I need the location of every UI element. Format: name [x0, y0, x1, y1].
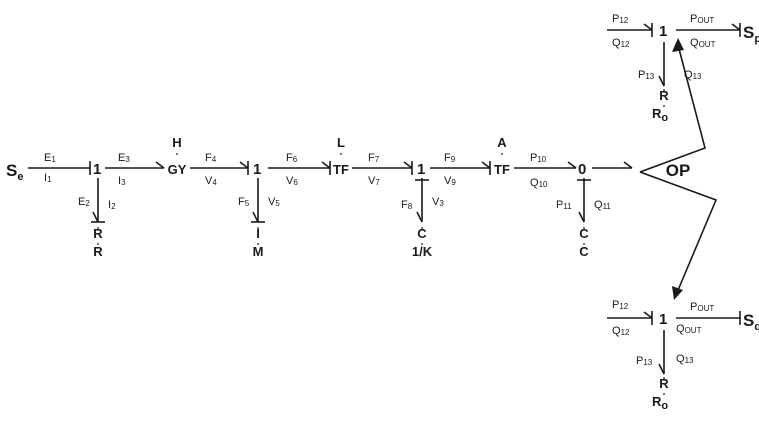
- label-top-q12: Q12: [612, 37, 630, 49]
- element-dots: [97, 89, 665, 395]
- resistor-ro-top-param: Ro: [652, 106, 668, 124]
- label-q10: Q10: [530, 177, 548, 189]
- transformer-tf-2: TF: [494, 162, 510, 177]
- label-top-p12: P12: [612, 13, 629, 25]
- label-i3: I3: [118, 175, 126, 187]
- resistor-r-param: R: [93, 244, 103, 259]
- label-p11: P11: [556, 199, 572, 211]
- bond-j3-c-half-arrow: [416, 211, 423, 223]
- junction-1-top: 1: [659, 23, 667, 40]
- source-sq: Sq: [743, 311, 759, 333]
- label-bottom-pout: POUT: [690, 301, 714, 313]
- op-upper-arrowhead: [672, 38, 684, 52]
- bond-labels: E1 I1 E3 I3 E2 I2 F4 V4 F6 V6 F5 V5 F7 V…: [44, 13, 716, 367]
- label-bottom-p12: P12: [612, 299, 629, 311]
- bond-gy-j2-half-arrow: [239, 161, 249, 169]
- bond-tf1-j3-half-arrow: [403, 161, 413, 169]
- bond-bottom-in-half-arrow: [643, 311, 653, 319]
- junction-1-a: 1: [93, 161, 101, 178]
- bond-j1-r-half-arrow: [92, 211, 99, 223]
- gy-parameter: H: [172, 135, 181, 150]
- main-chain-bonds: [28, 161, 633, 175]
- label-bottom-q12: Q12: [612, 325, 630, 337]
- resistor-ro-bottom-type: R: [659, 376, 669, 391]
- label-e3: E3: [118, 152, 130, 164]
- junction-1-b: 1: [253, 161, 261, 178]
- label-f4: F4: [205, 152, 217, 164]
- bond-top-in-half-arrow: [643, 23, 653, 31]
- label-bottom-p13: P13: [636, 355, 653, 367]
- label-top-p13: P13: [638, 69, 655, 81]
- transformer-tf-1: TF: [333, 162, 349, 177]
- junction-1-c: 1: [417, 161, 425, 178]
- top-output-subsystem: [607, 23, 741, 87]
- junction-1-bottom: 1: [659, 311, 667, 328]
- label-e1: E1: [44, 152, 56, 164]
- gyrator-gy: GY: [168, 162, 187, 177]
- tf1-parameter: L: [337, 135, 345, 150]
- label-top-q13: Q13: [684, 69, 702, 81]
- capacitor-c2-param: C: [579, 244, 589, 259]
- label-i1: I1: [44, 172, 52, 184]
- op-upper-arm: [639, 44, 706, 173]
- tf2-parameter: A: [497, 135, 507, 150]
- bond-bottom-r-half-arrow: [658, 363, 665, 375]
- label-e2: E2: [78, 196, 90, 208]
- bottom-output-subsystem: [607, 311, 741, 375]
- bond-tf2-j0-half-arrow: [567, 161, 577, 169]
- op-connector: [639, 38, 718, 300]
- bond-j0-op-half-arrow: [623, 161, 633, 169]
- junction-0: 0: [578, 161, 586, 178]
- op-lower-arm: [639, 171, 718, 296]
- source-sp: Sp: [743, 23, 759, 45]
- bond-j2-tf1-half-arrow: [321, 161, 331, 169]
- label-f5: F5: [238, 196, 250, 208]
- op-label: OP: [666, 161, 691, 180]
- label-f7: F7: [368, 152, 380, 164]
- branch-bonds: [91, 178, 591, 223]
- label-bottom-qout: QOUT: [676, 323, 702, 335]
- capacitor-c2-type: C: [579, 226, 589, 241]
- label-q11: Q11: [594, 199, 611, 211]
- resistor-ro-bottom-param: Ro: [652, 394, 668, 412]
- label-v9: V9: [444, 175, 456, 187]
- label-v6: V6: [286, 175, 298, 187]
- label-v4: V4: [205, 175, 217, 187]
- bond-j0-c-half-arrow: [578, 211, 585, 223]
- label-v5: V5: [268, 196, 280, 208]
- op-lower-arrowhead: [672, 286, 683, 300]
- inertia-i-param: M: [253, 244, 264, 259]
- bond-top-r-half-arrow: [658, 75, 665, 87]
- label-f9: F9: [444, 152, 456, 164]
- label-top-qout: QOUT: [690, 37, 716, 49]
- label-v7: V7: [368, 175, 380, 187]
- label-f6: F6: [286, 152, 298, 164]
- resistor-ro-top-type: R: [659, 88, 669, 103]
- label-bottom-q13: Q13: [676, 353, 694, 365]
- label-v3: V3: [432, 196, 444, 208]
- label-f8: F8: [401, 199, 413, 211]
- label-p10: P10: [530, 152, 547, 164]
- inertia-i-type: I: [256, 226, 260, 241]
- bond-j3-tf2-half-arrow: [481, 161, 491, 169]
- capacitor-c-param: 1/K: [412, 244, 433, 259]
- bond-j1-gy-half-arrow: [155, 161, 165, 169]
- source-se: Se: [6, 161, 23, 183]
- label-top-pout: POUT: [690, 13, 714, 25]
- label-i2: I2: [108, 199, 116, 211]
- bond-j2-i-half-arrow: [252, 211, 259, 223]
- capacitor-c-type: C: [417, 226, 427, 241]
- resistor-r-type: R: [93, 226, 103, 241]
- bond-top-out-half-arrow: [731, 23, 741, 31]
